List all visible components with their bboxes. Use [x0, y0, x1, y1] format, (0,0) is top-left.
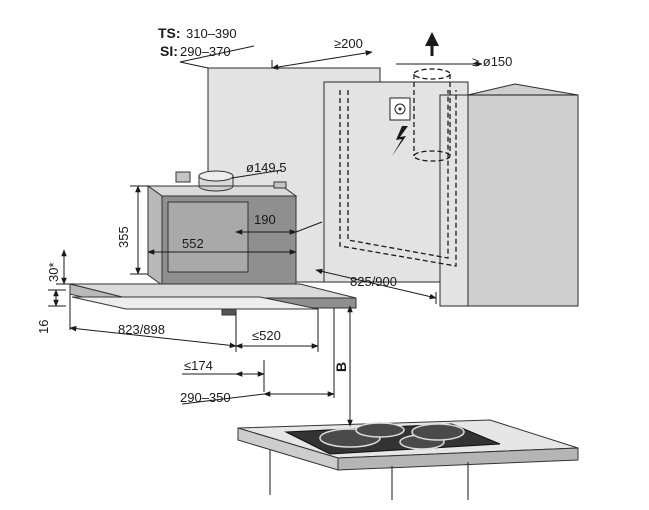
ts-value: 310–390	[186, 26, 237, 41]
wall-cabinet-right	[439, 83, 579, 307]
dim-ge200: ≥200	[334, 36, 363, 51]
si-value: 290–370	[180, 44, 231, 59]
hob-worktop	[237, 419, 579, 471]
hood-top-block	[146, 185, 298, 286]
hood-mounting-tabs	[175, 171, 287, 189]
ts-label: TS:	[158, 25, 181, 41]
lightning-bolt-icon	[392, 126, 408, 156]
dim-w825-900: 825/900	[350, 274, 397, 289]
si-label: SI:	[160, 43, 178, 59]
hood-outlet-collar	[198, 170, 234, 192]
dim-b-height: B	[333, 362, 349, 372]
dim-le520: ≤520	[252, 328, 281, 343]
dim-h30: 30*	[46, 262, 61, 282]
dim-dia149: ø149,5	[246, 160, 286, 175]
dim-r290-350: 290–350	[180, 390, 231, 405]
dimension-lines	[48, 45, 483, 427]
dim-w823-898: 823/898	[118, 322, 165, 337]
exhaust-arrow-up-icon	[425, 32, 439, 56]
duct-outline-dashed	[339, 68, 457, 267]
dim-le174: ≤174	[184, 358, 213, 373]
hood-canopy	[69, 283, 357, 316]
dim-w552: 552	[182, 236, 204, 251]
dim-h355: 355	[116, 226, 131, 248]
dim-ge150: ≥ ø150	[472, 54, 512, 69]
base-cabinet-lines	[269, 450, 469, 500]
dim-d190: 190	[254, 212, 276, 227]
electrical-socket-icon	[389, 97, 411, 121]
dim-h16: 16	[36, 320, 51, 334]
